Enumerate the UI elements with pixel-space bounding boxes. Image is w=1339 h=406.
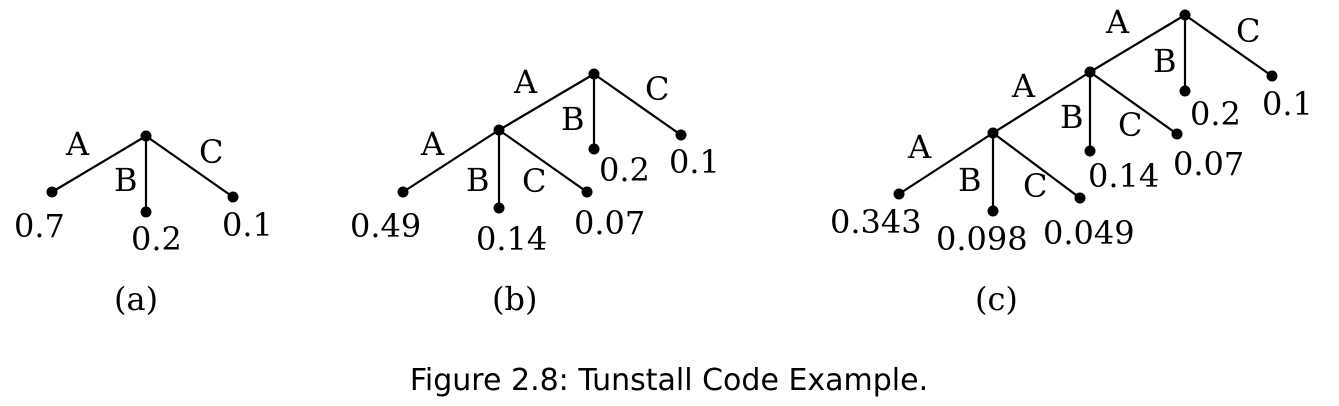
leaf-probability: 0.2 [1190,95,1241,133]
leaf-probability: 0.49 [350,207,421,245]
leaf-probability: 0.1 [222,206,273,244]
edge-c-root-C [1184,14,1273,77]
tree-a-leaf-node [46,186,58,198]
edge-label: C [199,133,223,171]
edge-b-child-C [498,129,588,193]
tree-b-leaf-node [397,186,409,198]
tree-a-leaf-node [227,191,239,203]
edge-label: B [958,161,982,199]
edge-label: A [513,63,538,101]
edge-label: C [1023,167,1047,205]
edge-c-low-A [898,132,994,195]
edge-label: C [1118,106,1142,144]
leaf-probability: 0.098 [936,220,1028,258]
tree-b-leaf-node [675,129,687,141]
edge-b-root-A [498,73,595,131]
edge-label: A [65,125,90,163]
edge-label: C [1236,12,1260,50]
edge-c-mid-C [1089,71,1178,135]
tree-c-inner-node [1084,66,1096,78]
tree-c-leaf-node [987,205,999,217]
tree-b-leaf-node [588,143,600,155]
leaf-probability: 0.1 [1262,85,1313,123]
tree-b-leaf-node [493,202,505,214]
tree-sublabel: (c) [975,280,1018,318]
tree-c-inner-node [987,127,999,139]
tree-b-inner-node [493,124,505,136]
tree-b: A B C A B C 0.2 0.1 0.49 0.14 0.07 (b) [350,63,720,318]
edge-label: A [1105,3,1130,41]
leaf-probability: 0.049 [1043,214,1135,252]
tree-c-leaf-node [893,188,905,200]
tree-c: A B C A B C A B C 0.2 0.1 0.14 0.07 0.34… [830,3,1313,318]
edge-label: C [522,162,546,200]
figure-caption: Figure 2.8: Tunstall Code Example. [410,363,928,398]
edge-c-mid-A [992,71,1091,134]
tree-a: A B C 0.7 0.2 0.1 (a) [14,125,273,318]
tree-c-leaf-node [1171,128,1183,140]
edge-label: A [907,128,932,166]
tree-sublabel: (b) [492,280,537,318]
leaf-probability: 0.343 [830,203,922,241]
tree-a-leaf-node [140,206,152,218]
edge-label: A [420,125,445,163]
leaf-probability: 0.14 [476,220,547,258]
edge-label: A [1011,67,1036,105]
leaf-probability: 0.1 [669,143,720,181]
edge-label: B [561,100,585,138]
edge-label: C [645,70,669,108]
tree-c-leaf-node [1266,70,1278,82]
edge-b-root-C [593,73,682,136]
leaf-probability: 0.2 [131,220,182,258]
tree-b-leaf-node [581,186,593,198]
edge-label: B [1153,42,1177,80]
leaf-probability: 0.7 [14,207,65,245]
edge-c-low-C [992,132,1081,199]
tree-c-root-node [1179,9,1191,21]
leaf-probability: 0.07 [574,204,645,242]
tree-c-leaf-node [1084,145,1096,157]
edge-label: B [114,161,138,199]
tree-a-root-node [140,130,152,142]
leaf-probability: 0.07 [1173,145,1244,183]
edge-a-C [145,135,234,198]
tree-b-root-node [588,68,600,80]
edge-c-root-A [1089,14,1186,73]
tree-c-leaf-node [1179,85,1191,97]
tree-sublabel: (a) [114,280,158,318]
leaf-probability: 0.14 [1088,157,1159,195]
leaf-probability: 0.2 [599,151,650,189]
edge-b-child-A [402,129,500,193]
edge-label: B [1060,98,1084,136]
tree-c-leaf-node [1074,192,1086,204]
edge-label: B [466,161,490,199]
edge-a-A [51,135,147,193]
